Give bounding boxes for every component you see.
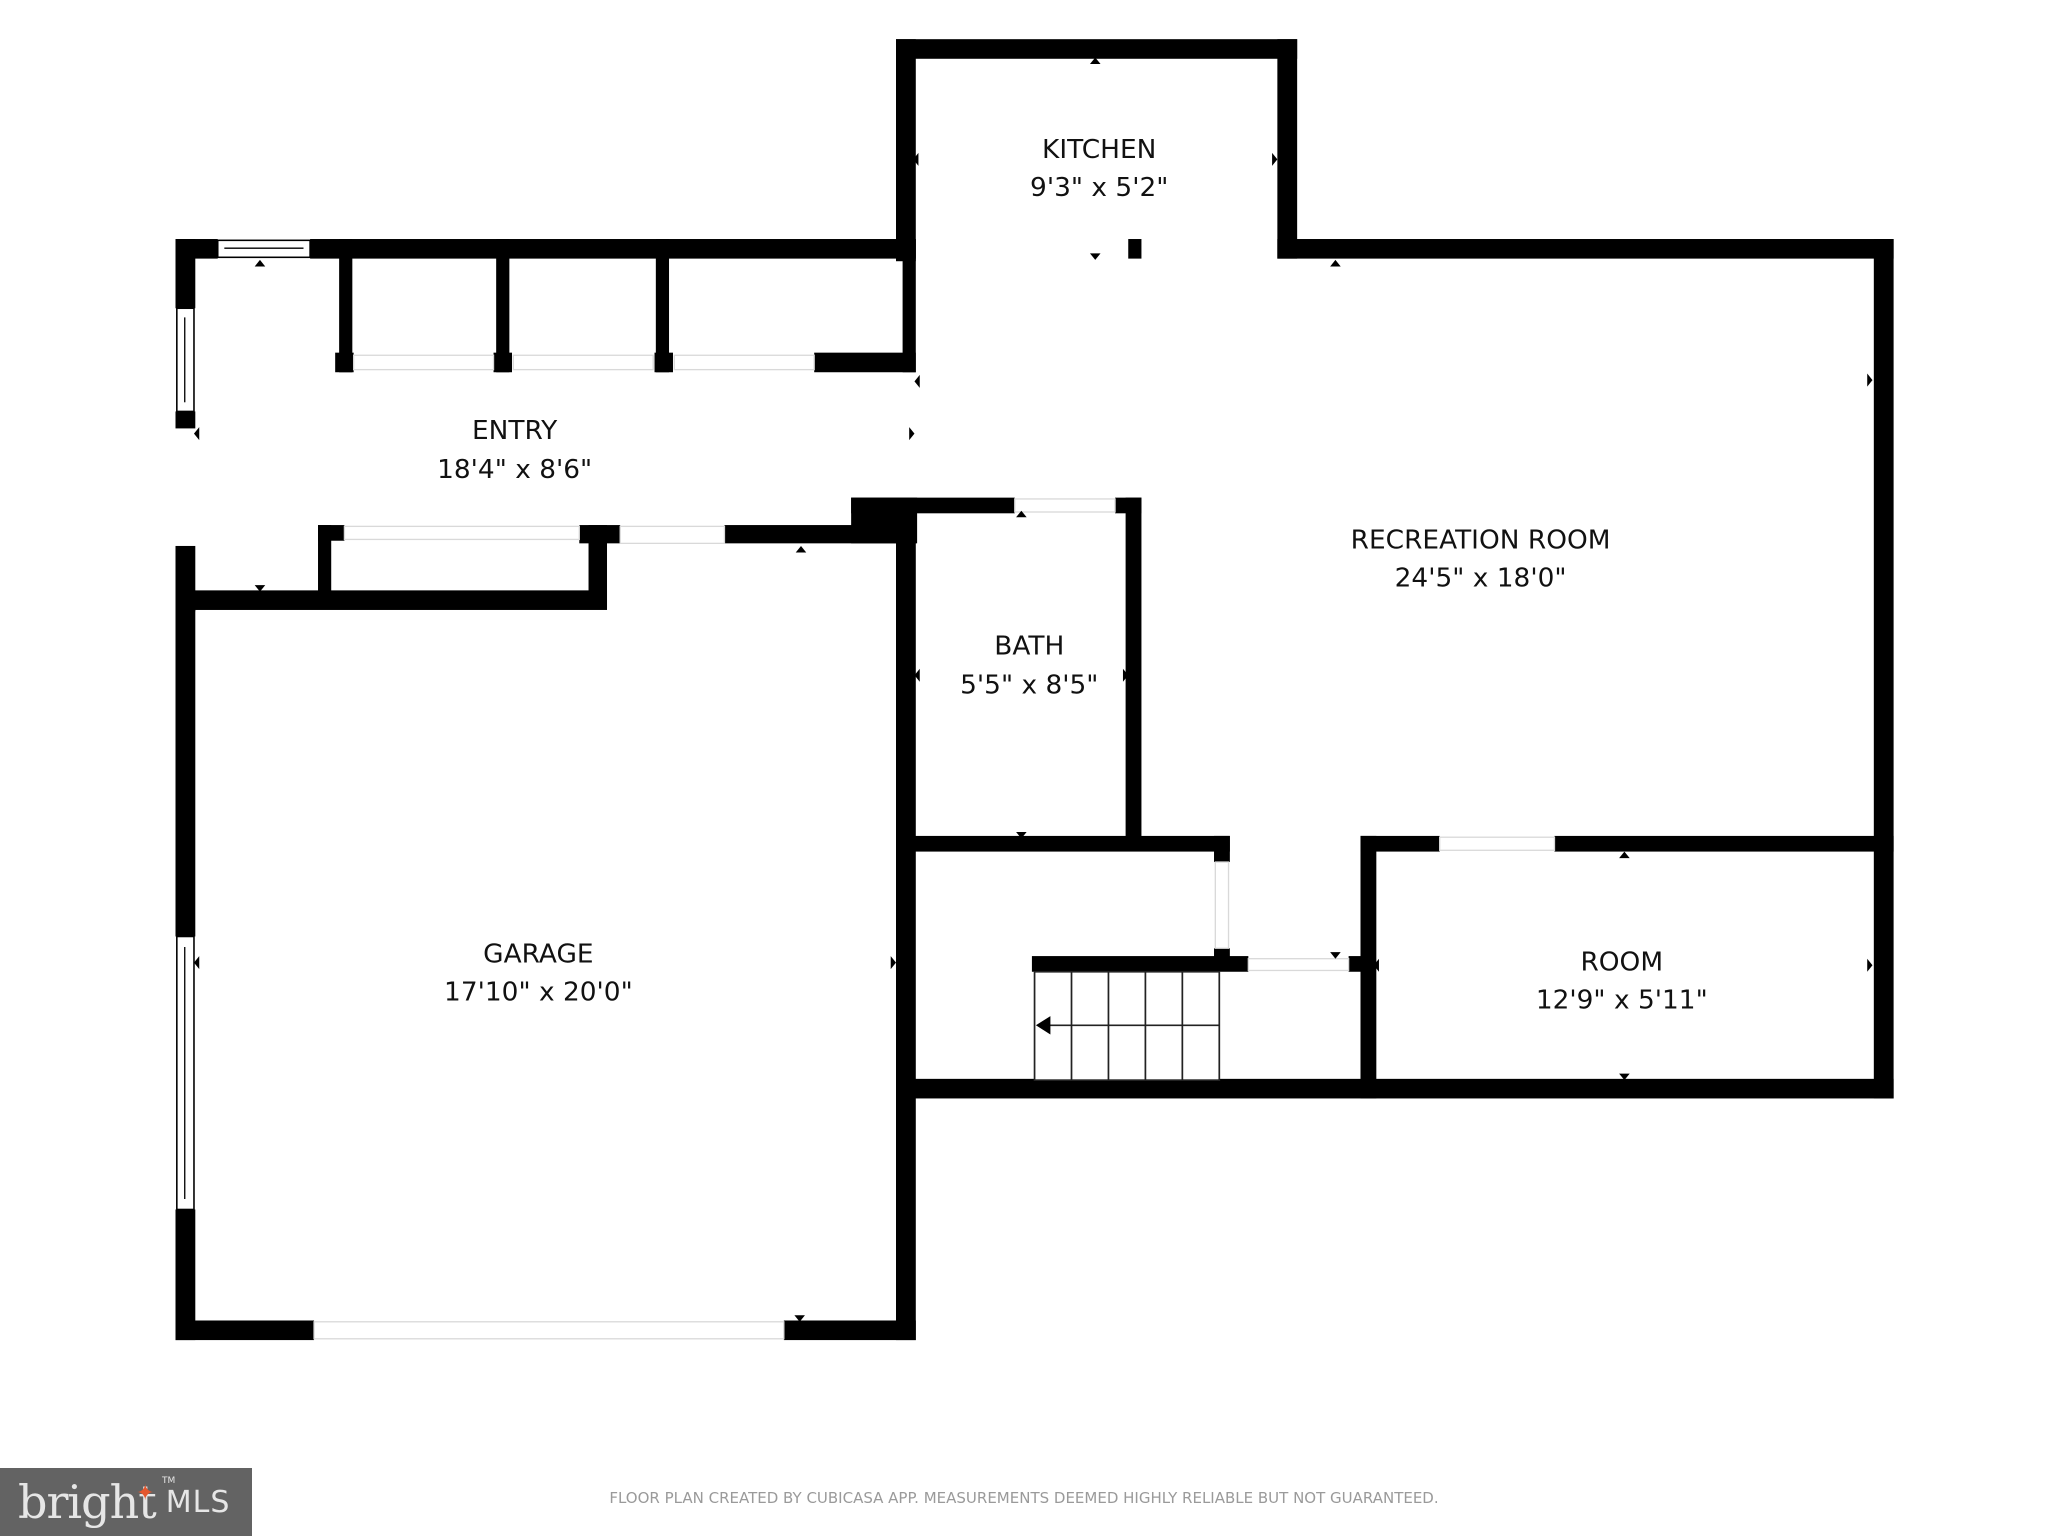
bright-mls-logo: bright ✦ TM MLS (0, 1468, 252, 1536)
measurement-markers (193, 57, 1873, 1322)
room-label-bath: BATH 5'5" x 8'5" (960, 631, 1098, 700)
walls (175, 39, 1894, 1341)
room-dimensions: 18'4" x 8'6" (437, 455, 592, 485)
room-label-entry: ENTRY 18'4" x 8'6" (437, 416, 592, 485)
room-name: GARAGE (483, 940, 593, 970)
room-dimensions: 5'5" x 8'5" (960, 671, 1098, 701)
disclaimer-text: FLOOR PLAN CREATED BY CUBICASA APP. MEAS… (609, 1489, 1439, 1507)
room-label-garage: GARAGE 17'10" x 20'0" (444, 940, 633, 1008)
doorways (313, 354, 1556, 1340)
room-dimensions: 17'10" x 20'0" (444, 978, 633, 1008)
window-entry-top (216, 239, 311, 259)
trademark-label: TM (162, 1476, 176, 1486)
stairs (1033, 970, 1221, 1082)
room-name: ENTRY (472, 416, 558, 446)
room-dimensions: 9'3" x 5'2" (1030, 173, 1168, 203)
logo-wordmark: bright (18, 1475, 157, 1529)
window-entry-left (176, 307, 195, 413)
room-name: BATH (994, 631, 1064, 661)
room-label-room: ROOM 12'9" x 5'11" (1536, 948, 1708, 1016)
room-name: ROOM (1580, 948, 1663, 978)
windows (176, 239, 311, 1211)
stair-direction-arrow-icon (1035, 1016, 1051, 1035)
room-dimensions: 24'5" x 18'0" (1395, 564, 1567, 594)
logo-mls-text: MLS (165, 1484, 231, 1520)
room-dimensions: 12'9" x 5'11" (1536, 985, 1708, 1015)
room-name: RECREATION ROOM (1351, 526, 1611, 556)
room-label-kitchen: KITCHEN 9'3" x 5'2" (1030, 135, 1168, 203)
room-label-recreation-room: RECREATION ROOM 24'5" x 18'0" (1351, 526, 1611, 594)
room-name: KITCHEN (1042, 135, 1156, 165)
window-garage-left (176, 935, 195, 1211)
star-icon: ✦ (136, 1480, 155, 1505)
